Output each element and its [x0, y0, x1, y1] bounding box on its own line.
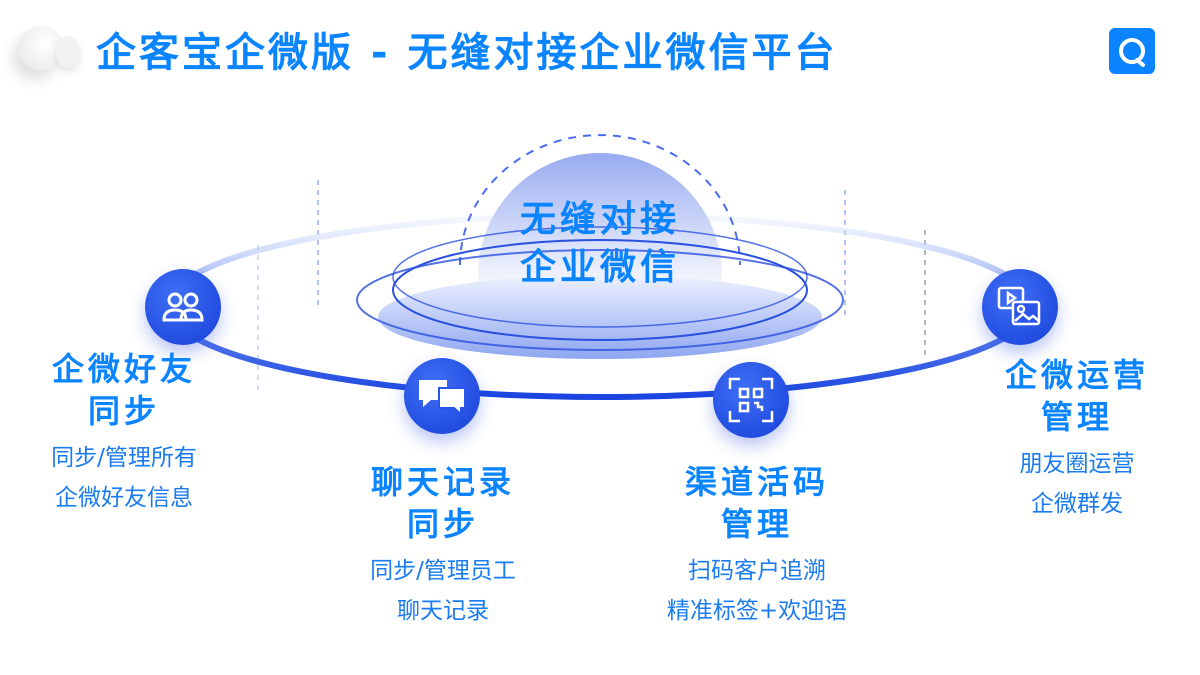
center-label: 无缝对接 企业微信 — [519, 199, 680, 288]
page-title: 企客宝企微版 - 无缝对接企业微信平台 — [96, 30, 838, 76]
dome-dashed-arc — [459, 134, 741, 266]
users-icon — [145, 269, 221, 345]
base-disc — [378, 275, 822, 359]
chat-icon — [404, 358, 480, 434]
feature-chat-sync: 聊天记录 同步 同步/管理员工聊天记录 — [370, 463, 516, 624]
feature-operations: 企微运营 管理 朋友圈运营企微群发 — [1004, 356, 1149, 517]
qr-code-icon — [713, 362, 789, 438]
q-logo-icon — [1109, 28, 1155, 74]
feature-friend-sync: 企微好友 同步 同步/管理所有企微好友信息 — [51, 350, 197, 511]
dashed-guides — [257, 180, 926, 390]
decorative-sphere-small — [56, 36, 80, 68]
media-icon — [982, 269, 1058, 345]
feature-channel-qr: 渠道活码 管理 扫码客户追溯精准标签+欢迎语 — [666, 463, 848, 624]
